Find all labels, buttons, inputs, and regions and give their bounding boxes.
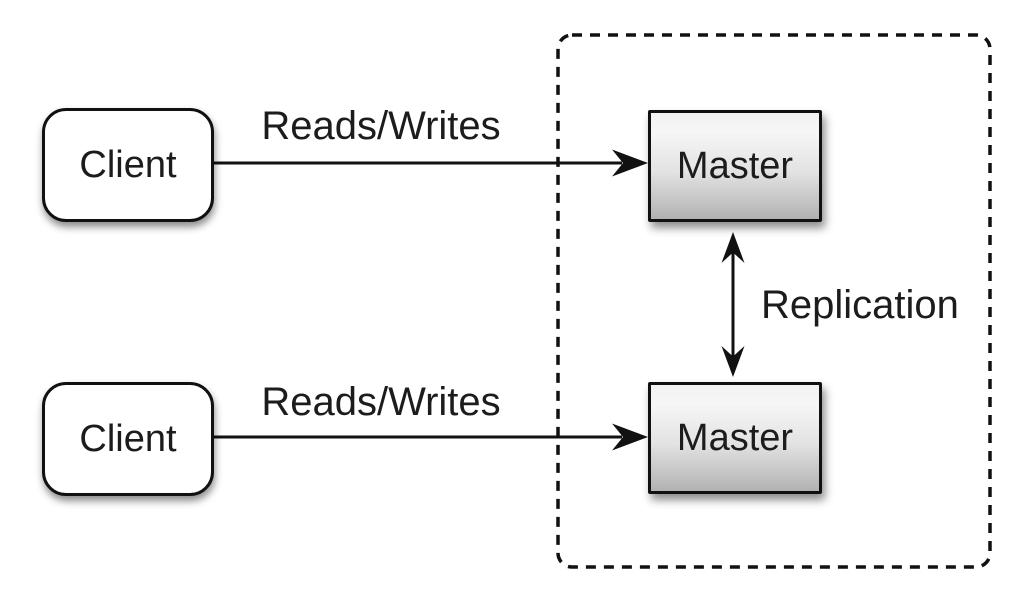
node-master-top-label: Master [676,145,794,187]
node-master-top: Master [648,110,822,222]
node-master-bottom-label: Master [676,417,794,459]
edge-label-reads-writes-bottom: Reads/Writes [261,380,501,424]
node-client-bottom: Client [42,382,214,496]
node-master-bottom: Master [648,382,822,494]
node-client-top: Client [42,108,214,222]
edge-label-replication: Replication [761,283,959,327]
node-client-top-label: Client [79,144,177,186]
node-client-bottom-label: Client [79,418,177,460]
arrowhead-reads-writes-bottom [612,423,648,451]
arrowhead-reads-writes-top [612,149,648,177]
replication-group-dashed-border [556,33,992,569]
arrowhead-replication-down [721,346,745,377]
edge-label-reads-writes-top: Reads/Writes [261,104,501,148]
arrowhead-replication-up [721,232,745,263]
